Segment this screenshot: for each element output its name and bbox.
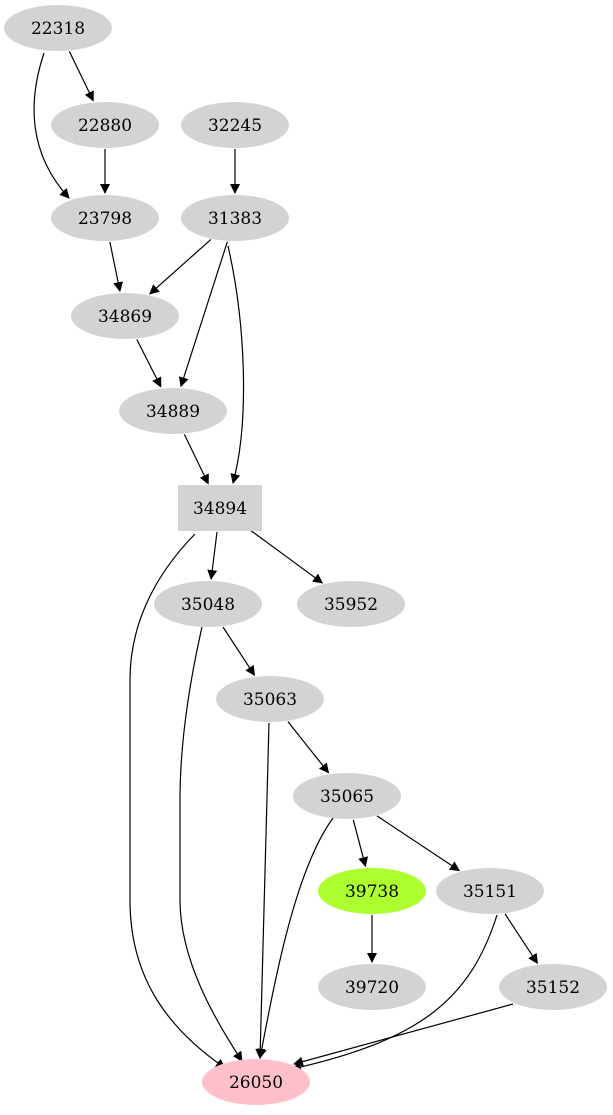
node-label: 35152	[526, 978, 580, 998]
node-22318[interactable]: 22318	[4, 5, 112, 51]
node-22880[interactable]: 22880	[51, 102, 159, 148]
node-label: 39738	[345, 882, 399, 902]
node-34894[interactable]: 34894	[178, 485, 262, 531]
node-shape	[154, 581, 262, 627]
node-32245[interactable]: 32245	[181, 102, 289, 148]
node-shape	[181, 195, 289, 241]
node-35151[interactable]: 35151	[436, 868, 544, 914]
node-shape	[216, 676, 324, 722]
node-label: 23798	[78, 209, 132, 229]
node-shape	[4, 5, 112, 51]
node-label: 31383	[208, 209, 262, 229]
edge-31383-to-34894	[227, 245, 245, 484]
node-label: 35151	[463, 882, 517, 902]
node-35152[interactable]: 35152	[499, 964, 607, 1010]
edge-35048-to-26050	[179, 626, 243, 1062]
node-34869[interactable]: 34869	[71, 293, 179, 339]
node-shape	[202, 1059, 310, 1105]
node-34889[interactable]: 34889	[119, 388, 227, 434]
node-label: 26050	[229, 1073, 283, 1093]
node-label: 32245	[208, 116, 262, 136]
node-shape	[293, 773, 401, 819]
node-shape	[119, 388, 227, 434]
node-shape	[436, 868, 544, 914]
node-shape	[499, 964, 607, 1010]
edge-35063-to-35065	[287, 721, 330, 774]
edge-35151-to-26050	[291, 914, 498, 1072]
edge-35065-to-39738	[352, 819, 369, 868]
edge-35063-to-26050	[255, 722, 270, 1059]
edge-35065-to-35151	[376, 815, 461, 872]
edge-35152-to-26050	[293, 1003, 514, 1067]
node-label: 34889	[146, 402, 200, 422]
edge-35048-to-35063	[222, 626, 255, 677]
node-label: 39720	[345, 978, 399, 998]
edge-31383-to-34889	[178, 241, 228, 388]
edge-34894-to-35952	[247, 527, 324, 584]
node-shape	[297, 581, 405, 627]
edge-34894-to-35048	[207, 531, 218, 581]
node-label: 35063	[243, 690, 297, 710]
node-shape	[318, 868, 426, 914]
node-label: 22318	[31, 19, 85, 39]
edge-22318-to-22880	[68, 51, 94, 102]
node-shape	[71, 293, 179, 339]
edge-23798-to-34869	[109, 241, 124, 293]
node-39738[interactable]: 39738	[318, 868, 426, 914]
node-label: 34894	[193, 499, 247, 519]
node-35048[interactable]: 35048	[154, 581, 262, 627]
edge-34894-to-26050	[129, 533, 226, 1069]
edge-22318-to-23798	[33, 52, 70, 199]
node-label: 35952	[324, 595, 378, 615]
node-35952[interactable]: 35952	[297, 581, 405, 627]
node-shape	[318, 964, 426, 1010]
node-label: 35065	[320, 787, 374, 807]
node-label: 35048	[181, 595, 235, 615]
node-shape	[51, 102, 159, 148]
node-39720[interactable]: 39720	[318, 964, 426, 1010]
node-label: 34869	[98, 307, 152, 327]
node-26050[interactable]: 26050	[202, 1059, 310, 1105]
edge-34889-to-34894	[183, 434, 209, 485]
edge-35065-to-26050	[256, 817, 334, 1059]
node-shape	[51, 195, 159, 241]
node-31383[interactable]: 31383	[181, 195, 289, 241]
edge-34869-to-34889	[136, 339, 162, 388]
node-35065[interactable]: 35065	[293, 773, 401, 819]
edge-35151-to-35152	[504, 913, 538, 965]
node-shape	[181, 102, 289, 148]
node-35063[interactable]: 35063	[216, 676, 324, 722]
node-23798[interactable]: 23798	[51, 195, 159, 241]
edge-31383-to-34869	[149, 238, 212, 295]
node-label: 22880	[78, 116, 132, 136]
node-shape	[178, 485, 262, 531]
